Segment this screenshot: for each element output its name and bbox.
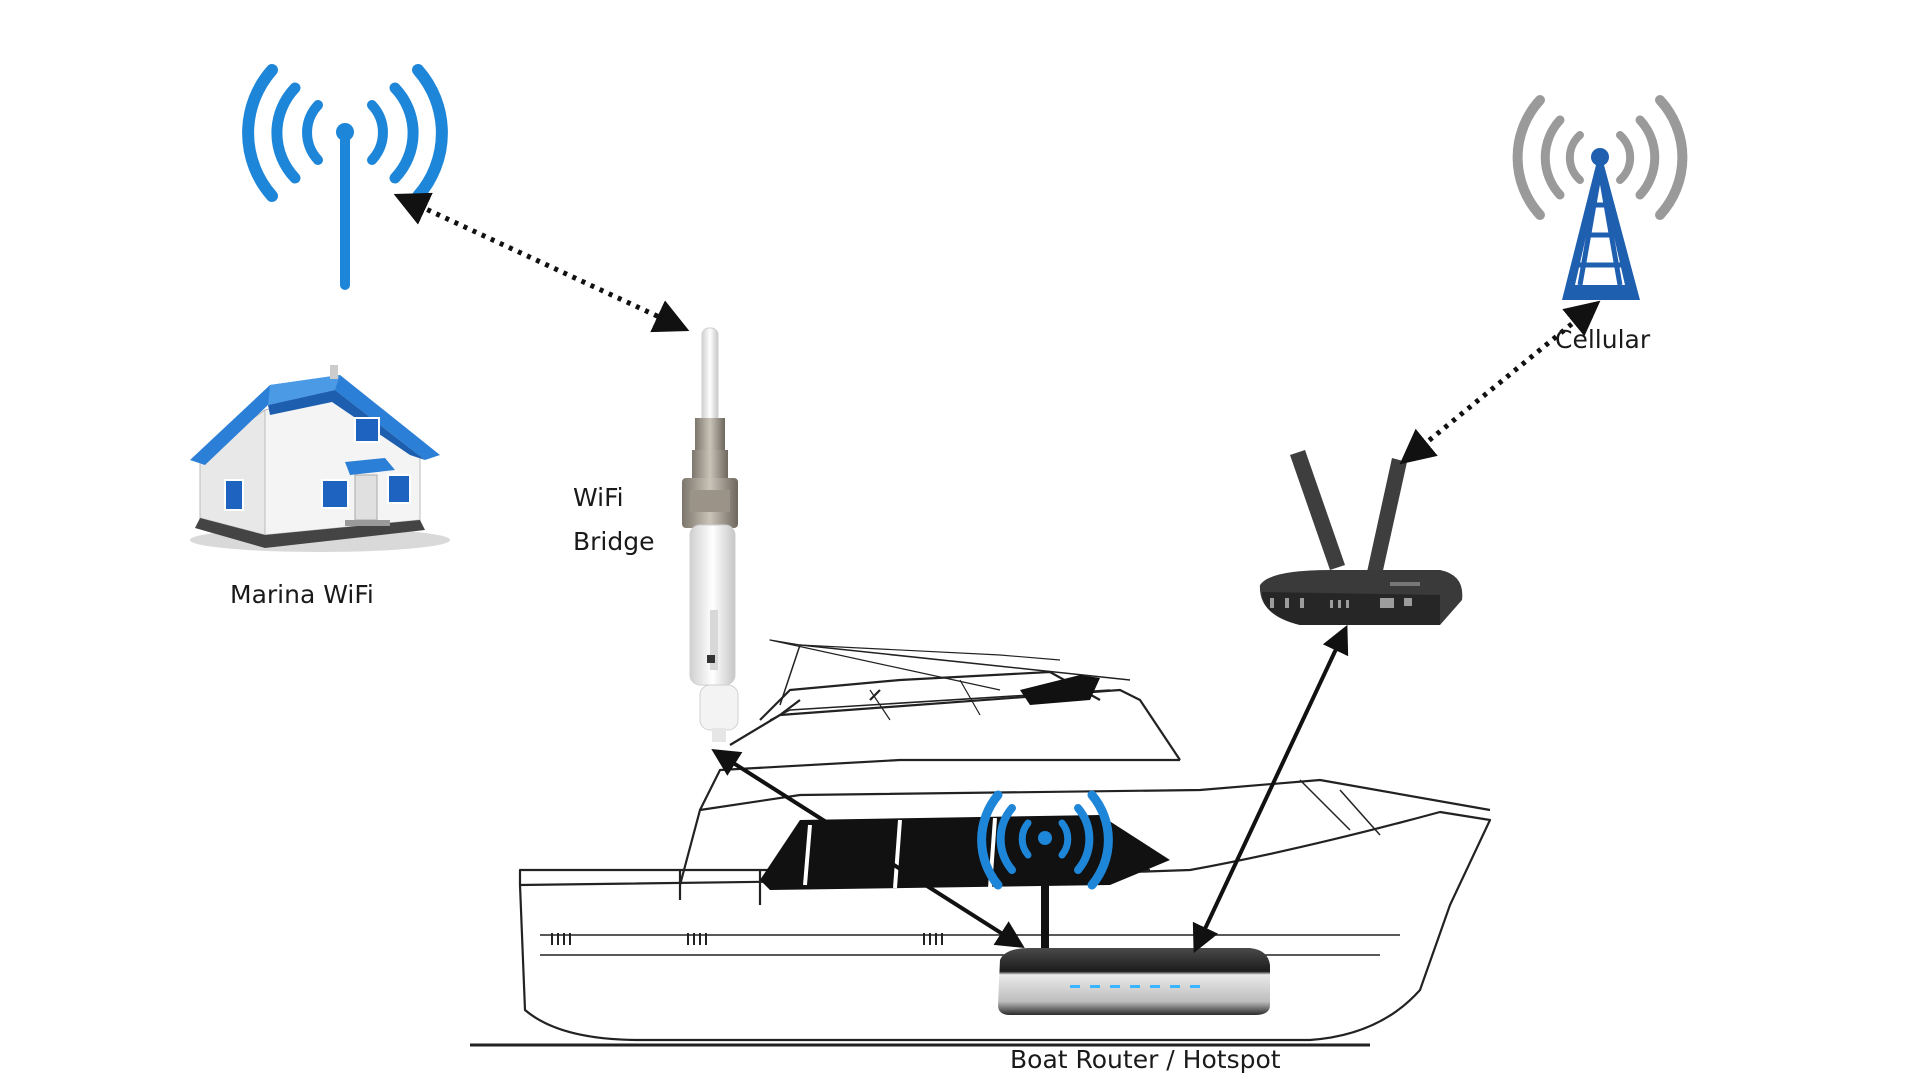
marina-to-bridge-link [400, 197, 683, 328]
cell-tower-icon [1518, 100, 1683, 300]
wifi-bridge-label-line1: WiFi [573, 476, 655, 520]
flybridge-shade [1020, 675, 1100, 705]
wifi-bridge-label: WiFi Bridge [573, 476, 655, 564]
bullet-antenna-icon [682, 328, 738, 742]
house-icon [190, 365, 450, 552]
boat-router-label: Boat Router / Hotspot [1010, 1045, 1281, 1075]
cellular-modem-icon [1260, 450, 1462, 625]
marina-wifi-label: Marina WiFi [230, 580, 374, 610]
wifi-antenna-icon [248, 70, 442, 285]
wifi-router-icon [982, 795, 1270, 1015]
wifi-bridge-label-line2: Bridge [573, 520, 655, 564]
cellular-label: Cellular [1555, 325, 1650, 355]
